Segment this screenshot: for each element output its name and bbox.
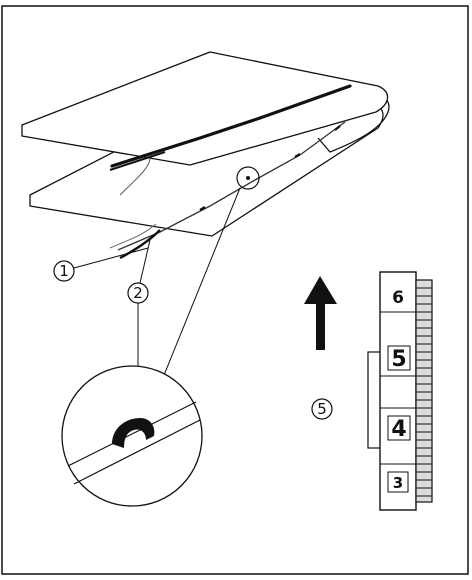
loose-thread-light [109,223,157,249]
magnifier-leader [159,187,241,386]
dial-number-5: 5 [391,347,406,372]
loose-thread-dark [119,229,161,260]
stitch-detail-dot [246,176,250,180]
callout-1-label: 1 [59,262,69,280]
dial-number-6: 6 [392,288,404,308]
stitch-detail-marker [236,166,260,190]
callout-5-label: 5 [317,400,327,418]
callout-1-leader [73,247,149,269]
top-stitch-line [110,84,352,168]
dial-number-3: 3 [393,474,403,492]
folded-fabric [21,51,390,237]
magnified-detail-circle [61,365,203,507]
arrow-up-icon [304,276,337,350]
tension-dial-icon [367,271,433,511]
magnified-seam [67,401,201,485]
callout-2-leader-up [139,239,151,284]
magnified-stitch-loop [112,418,155,448]
callout-2-label: 2 [133,284,143,302]
callout-5-circle [311,398,333,420]
top-stitch-shadow [109,151,166,171]
dial-number-5-box [387,345,411,371]
callout-1-circle [53,260,75,282]
dial-number-4-box [387,415,411,441]
dial-number-4: 4 [391,417,406,442]
thread-curl-upper [119,157,151,196]
fabric-upper-layer [21,51,389,166]
dial-number-3-box [387,471,409,493]
lower-seam-stitches [199,125,341,211]
